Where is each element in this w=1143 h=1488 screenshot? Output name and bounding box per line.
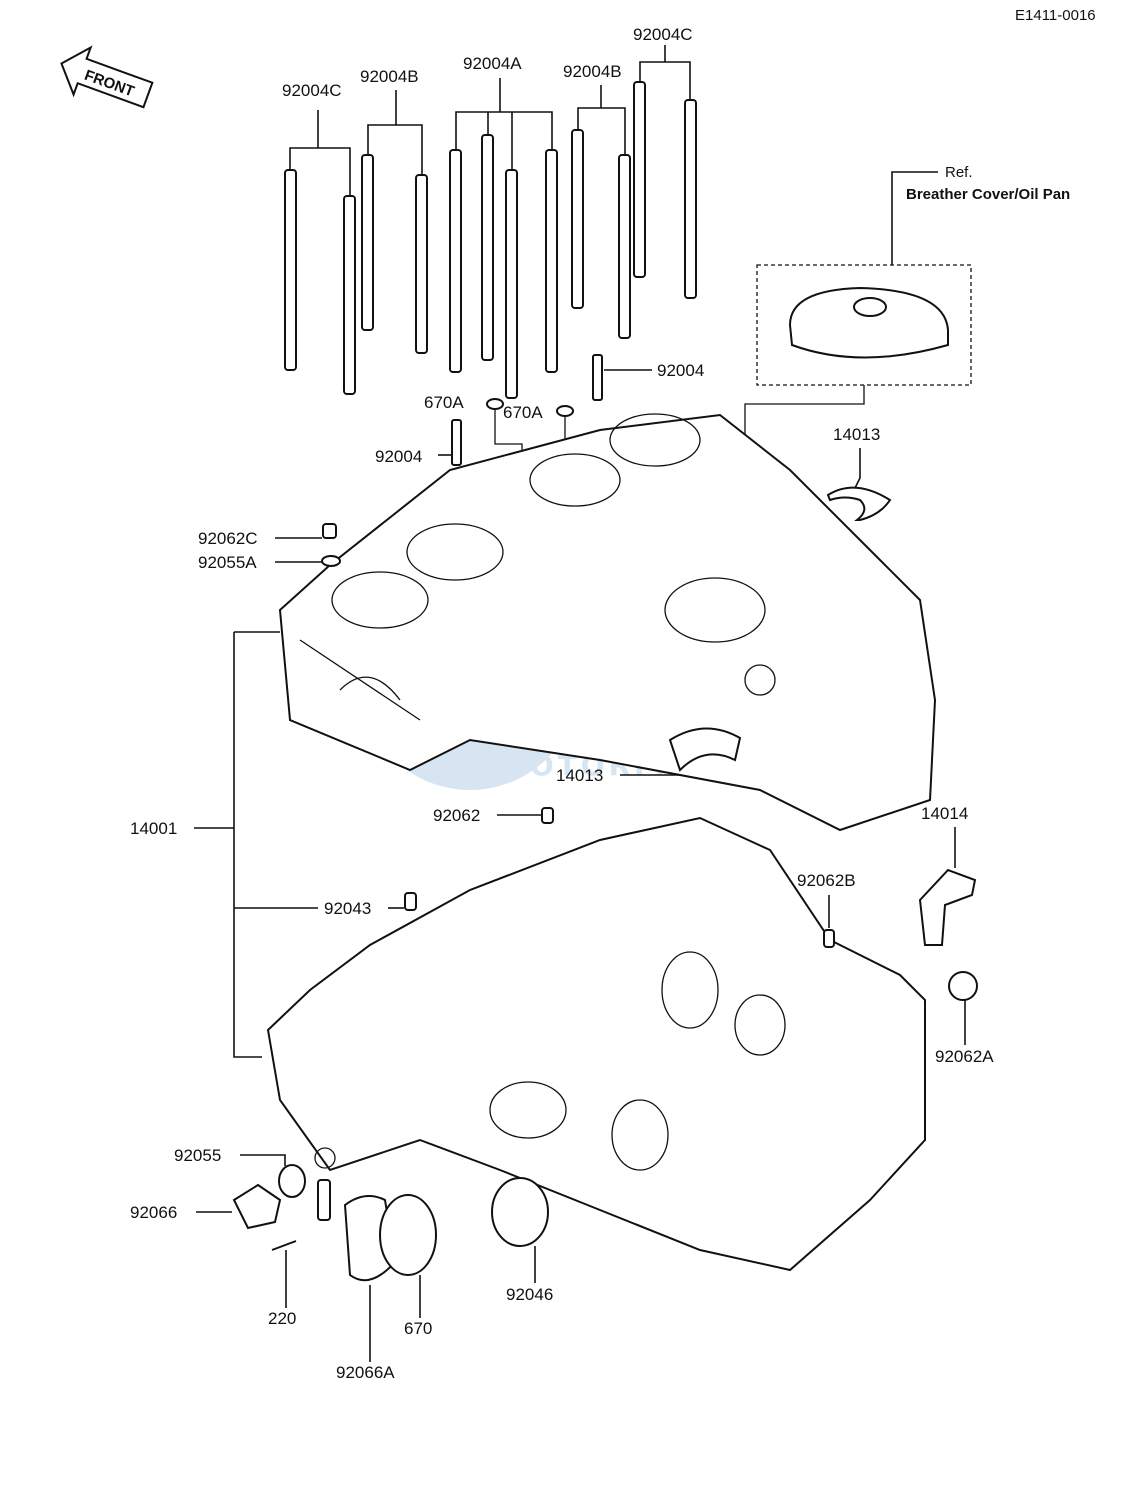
label-dowel-92043: 92043 [324, 899, 371, 918]
label-bracket-14014: 14014 [921, 804, 968, 823]
leader-lines [194, 369, 966, 1362]
front-arrow-icon: FRONT [60, 45, 154, 109]
label-stud-left: 92004 [375, 447, 422, 466]
label-oring-670: 670 [404, 1319, 432, 1338]
label-stud-b-left: 92004B [360, 67, 419, 86]
label-gasket-92055: 92055 [174, 1146, 221, 1165]
label-plug-92062a: 92062A [935, 1047, 994, 1066]
label-plug-92062c: 92062C [198, 529, 258, 548]
label-stud-c-right: 92004C [633, 25, 693, 44]
lower-crankcase [266, 816, 926, 1272]
small-parts [232, 486, 978, 1282]
label-cap-92066a: 92066A [336, 1363, 395, 1382]
head-studs [284, 81, 697, 466]
label-oring-670a-left: 670A [424, 393, 464, 412]
label-gasket-92055a: 92055A [198, 553, 257, 572]
diagram-id: E1411-0016 [1015, 7, 1096, 24]
label-plug-92062: 92062 [433, 806, 480, 825]
label-stud-right: 92004 [657, 361, 704, 380]
reference-prefix: Ref. [945, 164, 973, 181]
label-stud-b-right: 92004B [563, 62, 622, 81]
label-stud-a: 92004A [463, 54, 522, 73]
upper-crankcase [278, 413, 937, 832]
label-crankcase-14001: 14001 [130, 819, 177, 838]
label-plug-92062b: 92062B [797, 871, 856, 890]
label-oring-670a-right: 670A [503, 403, 543, 422]
label-bolt-220: 220 [268, 1309, 296, 1328]
label-stud-c-left: 92004C [282, 81, 342, 100]
stud-brackets [289, 45, 691, 196]
oring-670a-right [556, 405, 574, 417]
label-bearing-14013-top: 14013 [833, 425, 880, 444]
label-bearing-14013-mid: 14013 [556, 766, 603, 785]
reference-box: Ref. Breather Cover/Oil Pan [744, 164, 1070, 630]
oring-670a-left [486, 398, 504, 410]
part-labels: 92004C 92004B 92004A 92004B 92004C 92004… [130, 25, 994, 1382]
reference-name: Breather Cover/Oil Pan [906, 186, 1070, 203]
label-plug-92066: 92066 [130, 1203, 177, 1222]
label-bearing-92046: 92046 [506, 1285, 553, 1304]
